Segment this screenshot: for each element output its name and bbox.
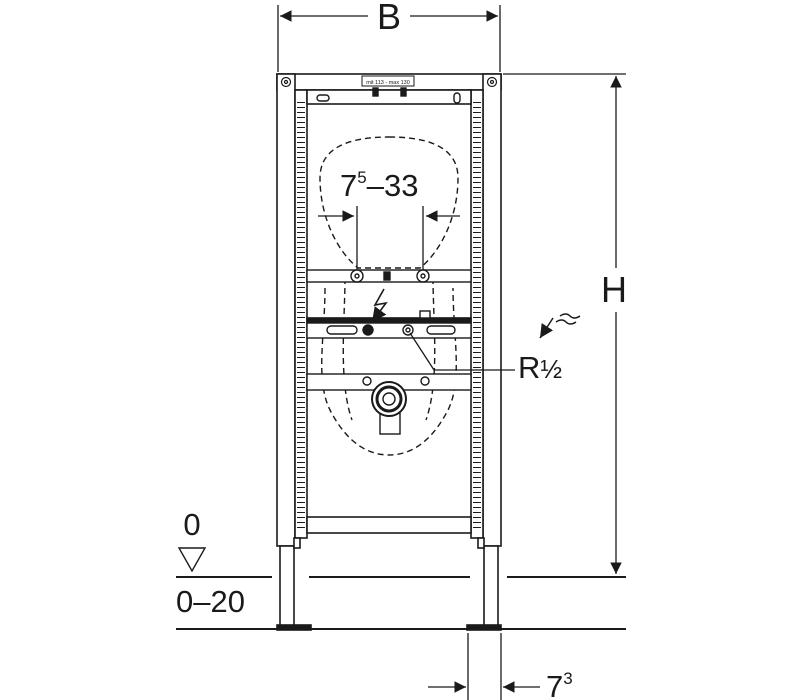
mounting-bracket [306,310,472,339]
valve-crossbar [306,269,472,283]
drain-pipe-icon [371,381,407,417]
urinal-outline [319,136,459,456]
floor-lines [176,576,626,630]
frame-screws [280,76,498,88]
top-bar-details [316,87,461,104]
connection-label: R½ [518,350,562,385]
floor-range-label: 0–20 [176,584,245,619]
frame [276,73,502,547]
label-plate-text: mit 113 - max 130 [366,80,410,86]
water-supply-pointer [409,332,515,371]
label-plate [361,75,415,87]
water-flow-icon [539,313,581,339]
foot-offset-dimension [428,633,540,700]
width-dimension [277,5,501,72]
foot-offset-label: 73 [546,669,573,700]
width-label: B [377,0,401,37]
height-dimension [503,73,626,574]
electrical-lightning-icon [371,288,388,323]
floor-level-label: 0 [183,507,200,542]
valve-spacing-label: 75–33 [340,168,418,203]
valve-spacing-dimension [318,206,460,272]
frame-legs [276,537,502,631]
level-triangle-icon [177,547,207,573]
height-label: H [601,269,627,310]
